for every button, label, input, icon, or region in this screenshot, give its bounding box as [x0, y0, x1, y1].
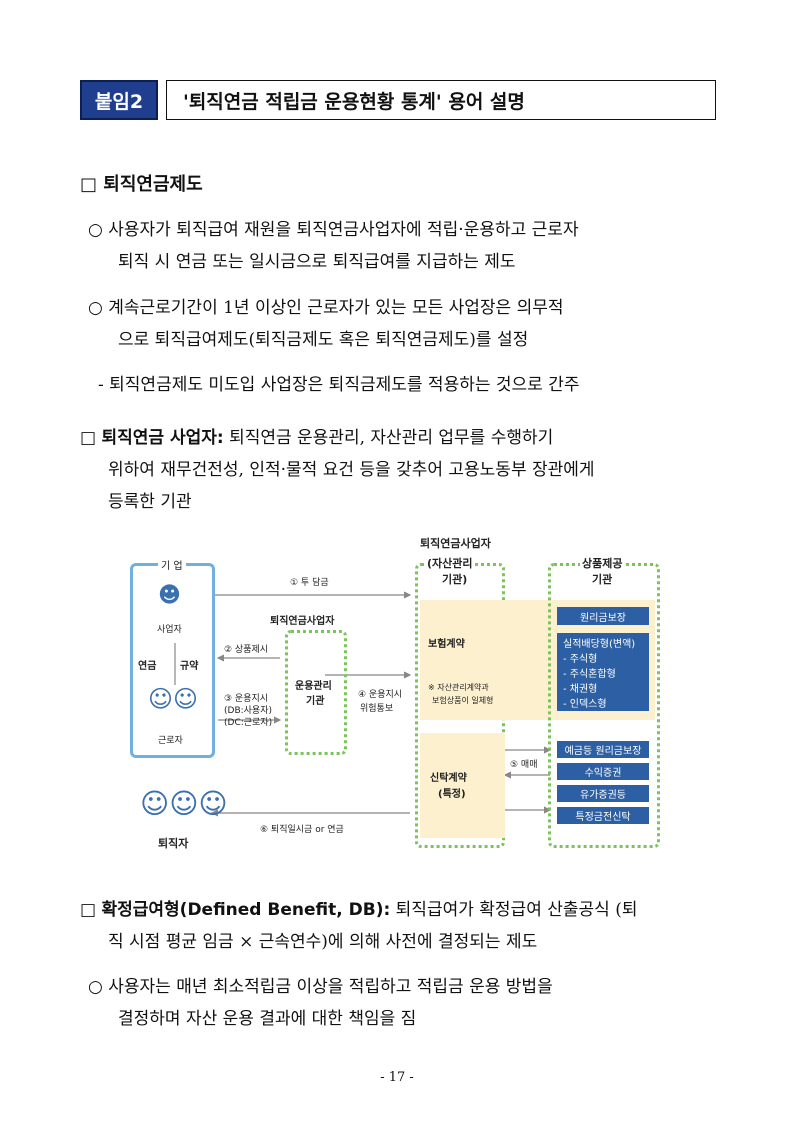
asset-mgmt-label: (자산관리	[425, 555, 475, 571]
page-title: '퇴직연금 적립금 운용현황 통계' 용어 설명	[166, 80, 716, 120]
employer-label: 사업자	[157, 625, 182, 635]
product-provider-label: 상품제공	[580, 555, 625, 571]
product-index: - 인덱스형	[563, 698, 607, 710]
section-db-line1: □ 확정급여형(Defined Benefit, DB): 퇴직급여가 확정급여…	[80, 898, 637, 922]
risk-notice-label: 위험통보	[360, 704, 394, 714]
product-variable: 실적배당형(변액)	[563, 638, 636, 650]
product-deposit: 예금등 원리금보장	[557, 741, 649, 758]
op-instruct-label: ③ 운용지시	[224, 694, 269, 704]
payout-label: ⑥ 퇴직일시금 or 연금	[260, 825, 344, 835]
op-instruct-notice: ④ 운용지시	[358, 690, 403, 700]
section-prefix: □	[80, 428, 102, 448]
rules-label: 규약	[180, 661, 199, 672]
paragraph-line: 결정하며 자산 운용 결과에 대한 책임을 짐	[118, 1009, 417, 1029]
worker-icon: ☺☺	[148, 685, 199, 713]
paragraph-line: 등록한 기관	[108, 492, 192, 512]
op-provider-title: 퇴직연금사업자	[270, 616, 335, 627]
retiree-icon: ☺☺☺	[140, 787, 228, 820]
insurance-note2: 보험상품이 일체형	[432, 696, 494, 705]
paragraph-line: 위하여 재무건전성, 인적·물적 요건 등을 갖추어 고용노동부 장관에게	[108, 460, 595, 480]
paragraph-line: 직 시점 평균 임금 × 근속연수)에 의해 사전에 결정되는 제도	[108, 932, 538, 952]
definition-text: 퇴직연금 운용관리, 자산관리 업무를 수행하기	[223, 428, 554, 448]
trust-contract-type: (특정)	[438, 789, 466, 800]
trade-label: ⑤ 매매	[510, 760, 538, 770]
product-variable-box: 실적배당형(변액) - 주식형 - 주식혼합형 - 채권형 - 인덱스형	[557, 633, 649, 711]
section-prefix: □	[80, 900, 102, 920]
insurance-note1: ※ 자산관리계약과	[428, 683, 489, 692]
product-beneficiary-cert: 수익증권	[557, 763, 649, 780]
company-label: 기 업	[158, 557, 186, 572]
product-securities: 유가증권등	[557, 785, 649, 802]
op-instruct-dc: (DC:근로자)	[224, 718, 273, 728]
paragraph-line: ○ 사용자가 퇴직급여 재원을 퇴직연금사업자에 적립·운용하고 근로자	[88, 220, 579, 240]
page-number: - 17 -	[380, 1070, 414, 1085]
paragraph-line: 퇴직 시 연금 또는 일시금으로 퇴직급여를 지급하는 제도	[118, 252, 516, 272]
product-provider-label2: 기관	[592, 573, 613, 586]
definition-text: 퇴직급여가 확정급여 산출공식 (퇴	[390, 900, 638, 920]
op-agency-label2: 기관	[306, 696, 325, 707]
product-equity-mixed: - 주식혼합형	[563, 668, 616, 680]
trust-contract-label: 신탁계약	[430, 773, 467, 784]
asset-mgmt-label2: 기관)	[442, 573, 468, 586]
term-defined-benefit: 확정급여형(Defined Benefit, DB):	[101, 900, 391, 920]
product-equity: - 주식형	[563, 653, 598, 665]
flow-contribution-label: ① 투 담금	[290, 578, 329, 588]
term-pension-provider: 퇴직연금 사업자:	[101, 428, 224, 448]
paragraph-line: ○ 사용자는 매년 최소적립금 이상을 적립하고 적립금 운용 방법을	[88, 977, 553, 997]
op-agency-label: 운용관리	[295, 681, 332, 692]
worker-label: 근로자	[158, 736, 183, 746]
paragraph-line: - 퇴직연금제도 미도입 사업장은 퇴직금제도를 적용하는 것으로 간주	[98, 375, 580, 395]
paragraph-line: 으로 퇴직급여제도(퇴직금제도 혹은 퇴직연금제도)를 설정	[118, 330, 529, 350]
section-heading-pension-system: □ 퇴직연금제도	[80, 174, 203, 195]
employer-icon: ☻	[158, 583, 181, 608]
product-principal-guaranteed: 원리금보장	[557, 607, 649, 625]
section-provider-line1: □ 퇴직연금 사업자: 퇴직연금 운용관리, 자산관리 업무를 수행하기	[80, 426, 553, 450]
product-offer-label: ② 상품제시	[224, 645, 269, 655]
trust-area	[420, 733, 505, 838]
op-agency-panel	[285, 630, 347, 755]
paragraph-line: ○ 계속근로기간이 1년 이상인 근로자가 있는 모든 사업장은 의무적	[88, 298, 564, 318]
pension-label: 연금	[138, 661, 157, 672]
retiree-label: 퇴직자	[158, 837, 189, 850]
product-specified-trust: 특정금전신탁	[557, 807, 649, 824]
op-instruct-db: (DB:사용자)	[224, 706, 272, 716]
product-bond: - 채권형	[563, 683, 598, 695]
provider-title: 퇴직연금사업자	[420, 537, 491, 550]
insurance-contract-label: 보험계약	[428, 639, 465, 650]
pension-structure-diagram: 퇴직연금사업자 기 업 ☻ 사업자 연금 규약 ☺☺ 근로자 ① 투 담금 퇴직…	[120, 525, 680, 860]
appendix-badge: 붙임2	[80, 80, 158, 120]
